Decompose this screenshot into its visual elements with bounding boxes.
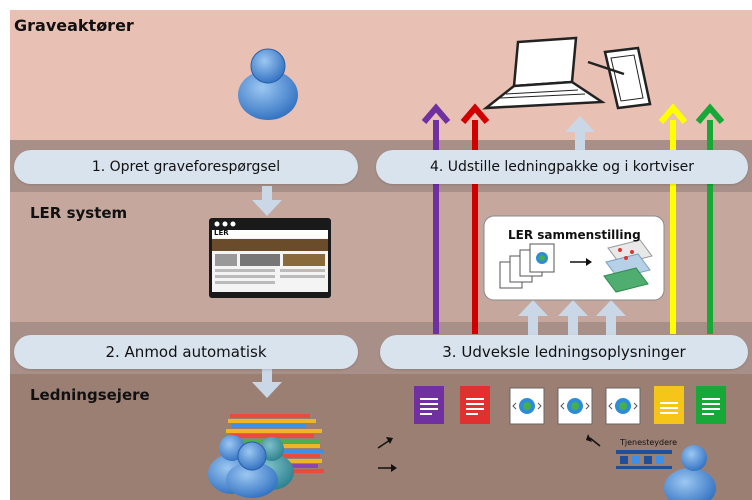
arrow-people-docs-2 xyxy=(378,464,397,472)
service-provider-icon xyxy=(616,445,716,500)
person-icon xyxy=(238,48,298,120)
screenshot-logo: LER xyxy=(214,229,229,237)
step-4-pill: 4. Udstille ledningpakke og i kortviser xyxy=(376,150,748,184)
arrow-red xyxy=(460,103,490,334)
arrow-up-devices xyxy=(565,116,595,152)
gml-doc-icon xyxy=(557,387,593,425)
ler-website-screenshot xyxy=(209,218,331,298)
band-title-ler-system: LER system xyxy=(30,204,128,222)
people-group-icon xyxy=(208,435,294,498)
step-2-pill: 2. Anmod automatisk xyxy=(14,335,358,369)
yellow-doc-icon xyxy=(654,386,684,424)
arrow-people-docs-1 xyxy=(377,437,393,449)
arrow-purple xyxy=(421,103,451,334)
ler-box-title: LER sammenstilling xyxy=(508,228,641,242)
tablet-icon xyxy=(587,46,652,110)
arrows-up-ler-box xyxy=(518,300,626,336)
arrow-green xyxy=(695,103,725,334)
step-1-pill: 1. Opret graveforespørgsel xyxy=(14,150,358,184)
arrow-down-2 xyxy=(252,368,282,398)
band-title-ledningsejere: Ledningsejere xyxy=(30,386,150,404)
service-provider-label: Tjenesteydere xyxy=(620,438,678,447)
purple-doc-icon xyxy=(414,386,444,424)
green-doc-icon xyxy=(696,386,726,424)
arrow-service-docs xyxy=(586,434,601,447)
laptop-icon xyxy=(482,36,606,110)
band-title-graveaktorer: Graveaktører xyxy=(14,16,134,35)
red-doc-icon xyxy=(460,386,490,424)
ler-sammenstilling-box xyxy=(483,215,665,301)
step-3-pill: 3. Udveksle ledningsoplysninger xyxy=(380,335,748,369)
gml-doc-icon xyxy=(509,387,545,425)
gml-doc-icon xyxy=(605,387,641,425)
arrow-yellow xyxy=(658,103,688,334)
arrow-down-1 xyxy=(252,186,282,216)
